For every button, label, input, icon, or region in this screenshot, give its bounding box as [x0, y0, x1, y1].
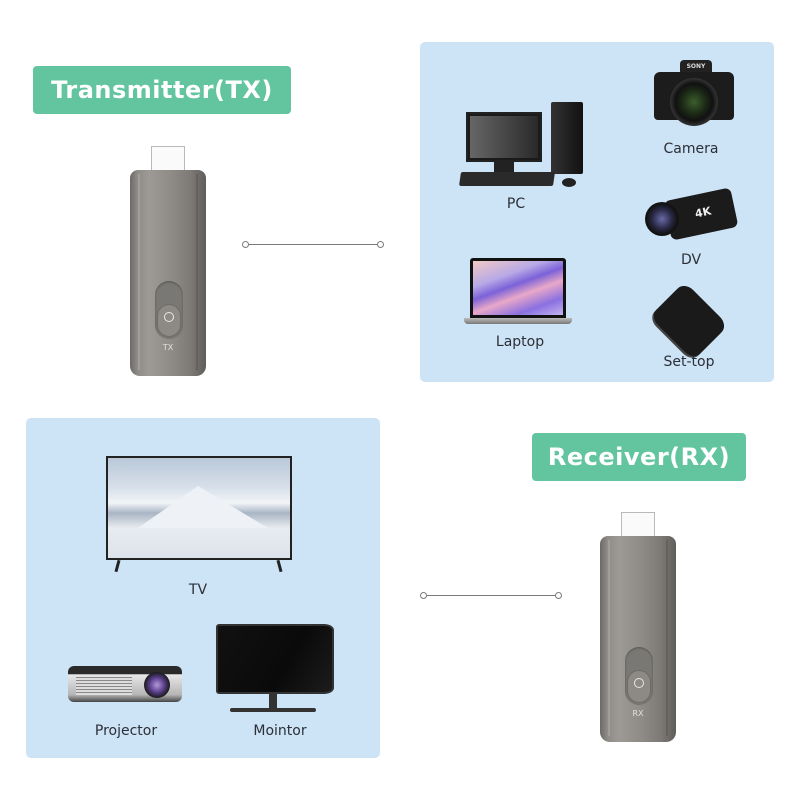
- dongle-body: [600, 536, 676, 742]
- pc-icon: [459, 102, 586, 192]
- camera-brand: SONY: [686, 63, 706, 70]
- monitor-icon: [216, 624, 334, 716]
- camera-lens: [670, 78, 718, 126]
- connector-line: [247, 244, 379, 245]
- dongle-label: TX: [162, 343, 174, 352]
- connector-dot-icon: [555, 592, 562, 599]
- tv-icon: [106, 456, 292, 574]
- source-label-dv: DV: [680, 252, 702, 268]
- projector-lens: [144, 672, 170, 698]
- camera-icon: SONY: [654, 58, 734, 128]
- connector-dot-icon: [242, 241, 249, 248]
- pc-monitor: [466, 112, 542, 162]
- rx-connector-line: [420, 591, 562, 601]
- laptop-icon: [464, 258, 572, 328]
- hdmi-plug-icon: [621, 512, 655, 538]
- source-label-set-top: Set-top: [663, 354, 715, 370]
- source-label-pc: PC: [506, 196, 526, 212]
- source-label-camera: Camera: [663, 141, 719, 157]
- monitor-screen: [216, 624, 334, 694]
- transmitter-dongle: TX: [130, 146, 206, 376]
- receiver-tag-label: Receiver(RX): [547, 443, 731, 471]
- connector-dot-icon: [377, 241, 384, 248]
- camcorder-icon: 4K: [645, 180, 741, 250]
- pc-tower: [551, 102, 583, 174]
- projector-icon: [68, 666, 182, 706]
- display-devices-panel: TV Projector Mointor: [26, 418, 380, 758]
- tv-screen: [106, 456, 292, 560]
- projector-grill: [76, 677, 132, 695]
- dongle-body: [130, 170, 206, 376]
- laptop-screen: [470, 258, 566, 318]
- button-ring-icon: [634, 678, 644, 688]
- tv-leg: [114, 559, 121, 573]
- monitor-base: [230, 708, 316, 712]
- hdmi-plug-icon: [151, 146, 185, 172]
- pc-stand: [494, 162, 514, 172]
- set-top-box: [649, 281, 729, 361]
- pc-mouse: [562, 178, 576, 187]
- display-label-projector: Projector: [94, 723, 158, 739]
- button-ring-icon: [164, 312, 174, 322]
- pair-button: [627, 670, 651, 703]
- set-top-box-icon: [648, 281, 730, 362]
- display-label-monitor: Mointor: [253, 723, 307, 739]
- display-label-tv: TV: [188, 582, 208, 598]
- tv-leg: [276, 559, 283, 573]
- camcorder-lens: [645, 202, 679, 236]
- laptop-base: [464, 318, 572, 324]
- receiver-dongle: RX: [600, 512, 676, 742]
- source-label-laptop: Laptop: [495, 334, 545, 350]
- transmitter-tag: Transmitter(TX): [33, 66, 291, 114]
- monitor-neck: [269, 694, 277, 708]
- connector-dot-icon: [420, 592, 427, 599]
- receiver-tag: Receiver(RX): [532, 433, 746, 481]
- pc-keyboard: [459, 172, 555, 186]
- transmitter-tag-label: Transmitter(TX): [51, 76, 273, 104]
- dongle-label: RX: [632, 709, 644, 718]
- connector-line: [425, 595, 557, 596]
- source-devices-panel: PC SONY Camera 4K DV Laptop Set-top: [420, 42, 774, 382]
- tx-connector-line: [242, 240, 384, 250]
